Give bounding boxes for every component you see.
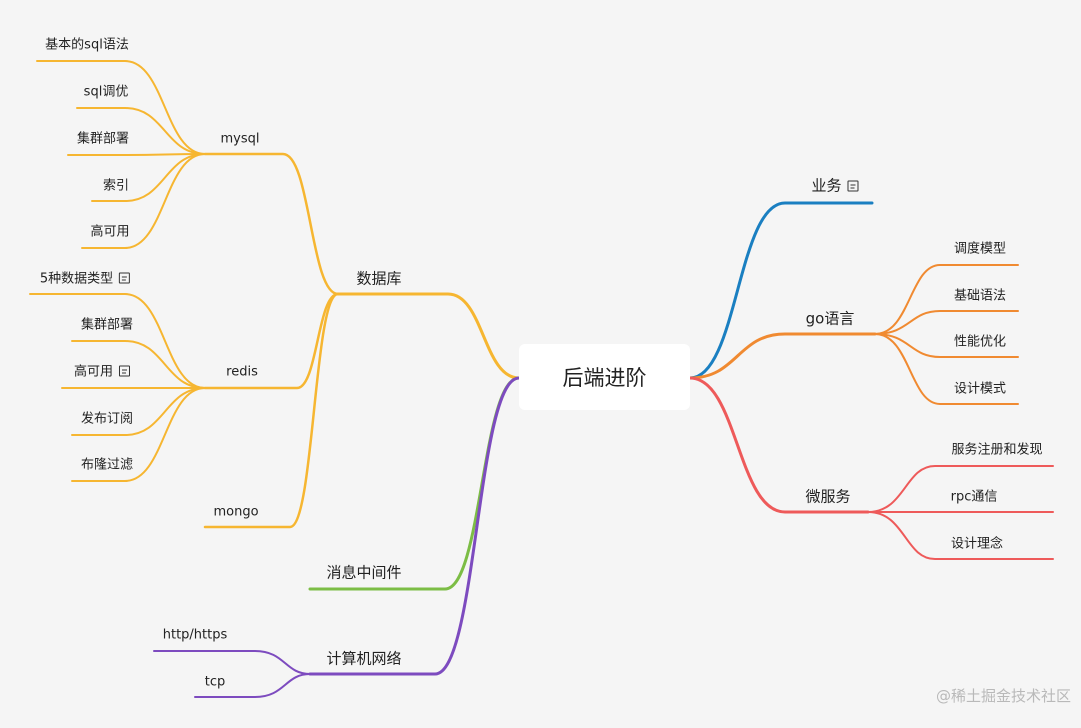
- leaf-label: rpc通信: [950, 489, 998, 505]
- note-icon[interactable]: [119, 272, 131, 284]
- leaf-mysql-3[interactable]: 集群部署: [77, 133, 129, 146]
- link-root-micro: [688, 376, 870, 514]
- link-go-leaf: [874, 310, 1019, 335]
- link-mysql-leaf: [67, 153, 206, 156]
- leaf-label: 高可用: [73, 364, 114, 380]
- link-database-mongo: [203, 292, 340, 529]
- leaf-label: 集群部署: [76, 131, 130, 147]
- node-mysql-label: mysql: [220, 131, 260, 147]
- node-redis[interactable]: redis: [226, 366, 258, 379]
- leaf-label: 基础语法: [953, 288, 1007, 304]
- node-redis-label: redis: [226, 364, 258, 380]
- leaf-label: 性能优化: [953, 334, 1007, 350]
- node-mongo-label: mongo: [213, 504, 259, 520]
- leaf-label: 服务注册和发现: [951, 442, 1043, 458]
- link-root-database: [336, 292, 521, 380]
- leaf-go-3[interactable]: 性能优化: [954, 336, 1006, 349]
- link-go-leaf: [874, 333, 1019, 358]
- link-mysql-leaf: [36, 60, 206, 155]
- leaf-mysql-5[interactable]: 高可用: [90, 226, 129, 239]
- leaf-network-1[interactable]: http/https: [163, 629, 228, 642]
- leaf-go-2[interactable]: 基础语法: [954, 290, 1006, 303]
- leaf-redis-1[interactable]: 5种数据类型: [39, 271, 131, 287]
- node-micro[interactable]: 微服务: [805, 487, 851, 506]
- leaf-micro-2[interactable]: rpc通信: [951, 491, 998, 504]
- leaf-label: 布隆过滤: [80, 457, 134, 473]
- leaf-redis-3[interactable]: 高可用: [73, 364, 131, 380]
- leaf-label: 设计模式: [953, 381, 1007, 397]
- link-redis-leaf: [71, 387, 206, 482]
- link-mysql-leaf: [81, 153, 206, 249]
- node-go[interactable]: go语言: [805, 309, 855, 328]
- node-go-label: go语言: [805, 309, 855, 328]
- link-redis-leaf: [71, 387, 206, 436]
- link-redis-leaf: [29, 293, 206, 389]
- node-database[interactable]: 数据库: [356, 269, 402, 288]
- node-mongo[interactable]: mongo: [213, 506, 258, 519]
- leaf-label: 集群部署: [80, 317, 134, 333]
- link-redis-leaf: [71, 340, 206, 389]
- node-network-label: 计算机网络: [326, 649, 402, 668]
- leaf-micro-1[interactable]: 服务注册和发现: [951, 444, 1042, 457]
- leaf-mysql-4[interactable]: 索引: [103, 180, 129, 193]
- note-icon[interactable]: [119, 365, 131, 377]
- link-database-mysql: [203, 152, 340, 296]
- root-node-label: 后端进阶: [562, 366, 647, 390]
- node-database-label: 数据库: [356, 269, 402, 288]
- link-network-leaf: [153, 650, 311, 675]
- link-root-mq: [308, 376, 521, 591]
- link-network-leaf: [194, 673, 311, 698]
- node-mq[interactable]: 消息中间件: [326, 563, 402, 582]
- watermark: @稀土掘金技术社区: [935, 687, 1071, 705]
- link-go-leaf: [874, 264, 1019, 335]
- leaf-label: 调度模型: [953, 241, 1007, 257]
- link-go-leaf: [874, 333, 1019, 405]
- leaf-label: 基本的sql语法: [45, 37, 129, 53]
- leaf-micro-3[interactable]: 设计理念: [951, 538, 1003, 551]
- link-micro-leaf: [867, 465, 1054, 513]
- leaf-label: 5种数据类型: [39, 271, 114, 287]
- node-mq-label: 消息中间件: [326, 563, 402, 582]
- leaf-label: sql调优: [83, 84, 129, 100]
- link-mysql-leaf: [76, 107, 206, 155]
- link-micro-leaf: [867, 511, 1054, 560]
- leaf-label: 发布订阅: [80, 411, 134, 427]
- leaf-label: http/https: [162, 627, 228, 643]
- leaf-label: 索引: [102, 178, 130, 194]
- leaf-mysql-1[interactable]: 基本的sql语法: [45, 39, 129, 52]
- leaf-go-4[interactable]: 设计模式: [954, 383, 1006, 396]
- leaf-mysql-2[interactable]: sql调优: [84, 86, 129, 99]
- leaf-label: 高可用: [90, 224, 130, 240]
- leaf-network-2[interactable]: tcp: [205, 676, 226, 689]
- leaf-label: 设计理念: [950, 536, 1004, 552]
- leaf-go-1[interactable]: 调度模型: [954, 243, 1006, 256]
- link-root-go: [688, 332, 877, 380]
- leaf-redis-4[interactable]: 发布订阅: [81, 413, 133, 426]
- link-database-redis: [203, 292, 340, 390]
- link-root-business: [688, 201, 874, 380]
- node-network[interactable]: 计算机网络: [326, 649, 402, 668]
- link-mysql-leaf: [91, 153, 206, 202]
- node-business[interactable]: 业务: [811, 176, 859, 195]
- leaf-redis-5[interactable]: 布隆过滤: [81, 459, 133, 472]
- node-mysql[interactable]: mysql: [221, 133, 260, 146]
- leaf-redis-2[interactable]: 集群部署: [81, 319, 133, 332]
- node-business-label: 业务: [811, 176, 842, 195]
- link-root-network: [308, 376, 521, 676]
- node-micro-label: 微服务: [805, 487, 851, 506]
- note-icon[interactable]: [847, 180, 859, 192]
- root-node[interactable]: 后端进阶: [519, 344, 690, 410]
- leaf-label: tcp: [204, 674, 226, 690]
